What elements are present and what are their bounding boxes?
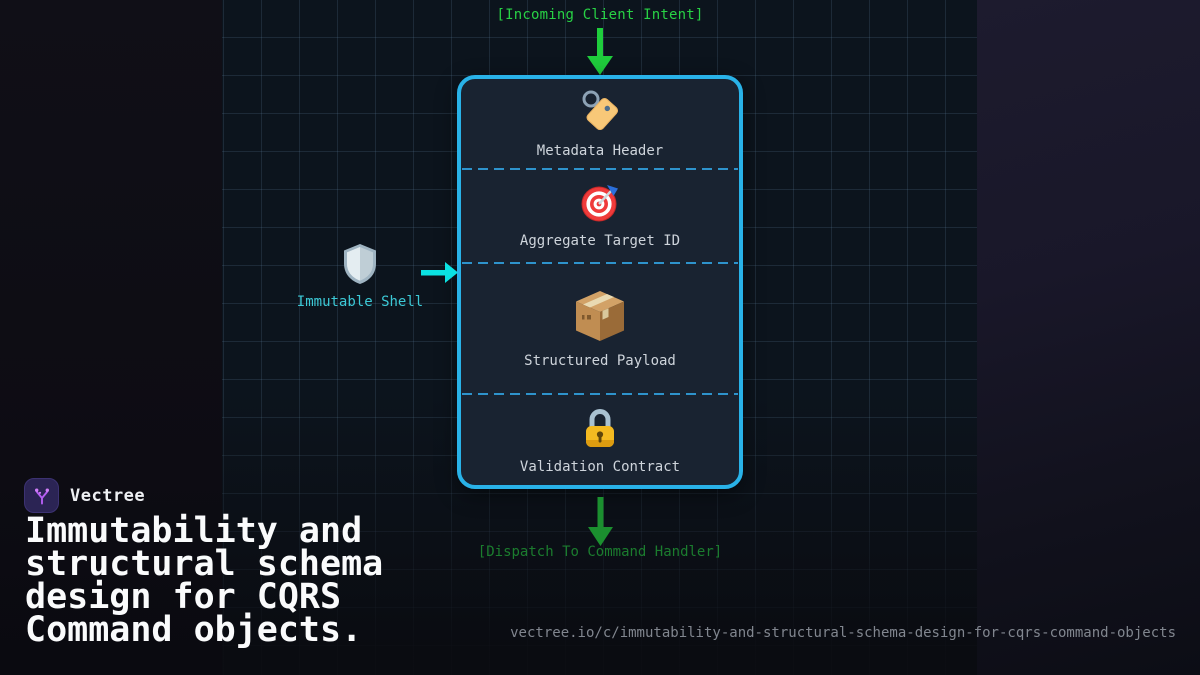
dispatch-down-arrow-icon	[588, 497, 613, 546]
page-title: Immutability and structural schema desig…	[25, 511, 384, 650]
footer-url: vectree.io/c/immutability-and-structural…	[510, 625, 1176, 641]
target-icon	[579, 182, 621, 224]
section-aggregate-target-id: Aggregate Target ID	[461, 170, 739, 263]
right-panel-background	[977, 0, 1200, 675]
section-structured-payload: Structured Payload	[461, 264, 739, 393]
dashed-separator	[462, 167, 738, 170]
down-arrow-icon	[587, 28, 613, 75]
brand-row: Vectree	[24, 478, 145, 513]
section-label: Metadata Header	[536, 142, 664, 159]
section-metadata-header: Metadata Header	[461, 79, 739, 168]
section-label: Validation Contract	[519, 459, 681, 476]
brand-name: Vectree	[70, 485, 146, 506]
dashed-separator	[462, 393, 738, 396]
section-validation-contract: Validation Contract	[461, 395, 739, 485]
left-panel-background	[0, 0, 222, 675]
immutable-shell-group: Immutable Shell	[270, 243, 450, 310]
package-icon	[570, 288, 630, 344]
dispatch-label: [Dispatch To Command Handler]	[477, 544, 723, 560]
right-arrow-icon	[421, 262, 458, 283]
section-label: Structured Payload	[524, 353, 676, 370]
immutable-shell-label: Immutable Shell	[296, 294, 424, 310]
shield-icon	[330, 243, 390, 285]
section-label: Aggregate Target ID	[519, 233, 681, 250]
vectree-branch-icon	[34, 488, 49, 504]
incoming-intent-label: [Incoming Client Intent]	[496, 7, 704, 23]
vectree-logo	[24, 478, 59, 513]
lock-icon	[579, 405, 621, 450]
command-object-box: Metadata Header Aggregate Target ID	[457, 75, 743, 489]
tag-icon	[577, 88, 623, 134]
dashed-separator	[462, 262, 738, 265]
